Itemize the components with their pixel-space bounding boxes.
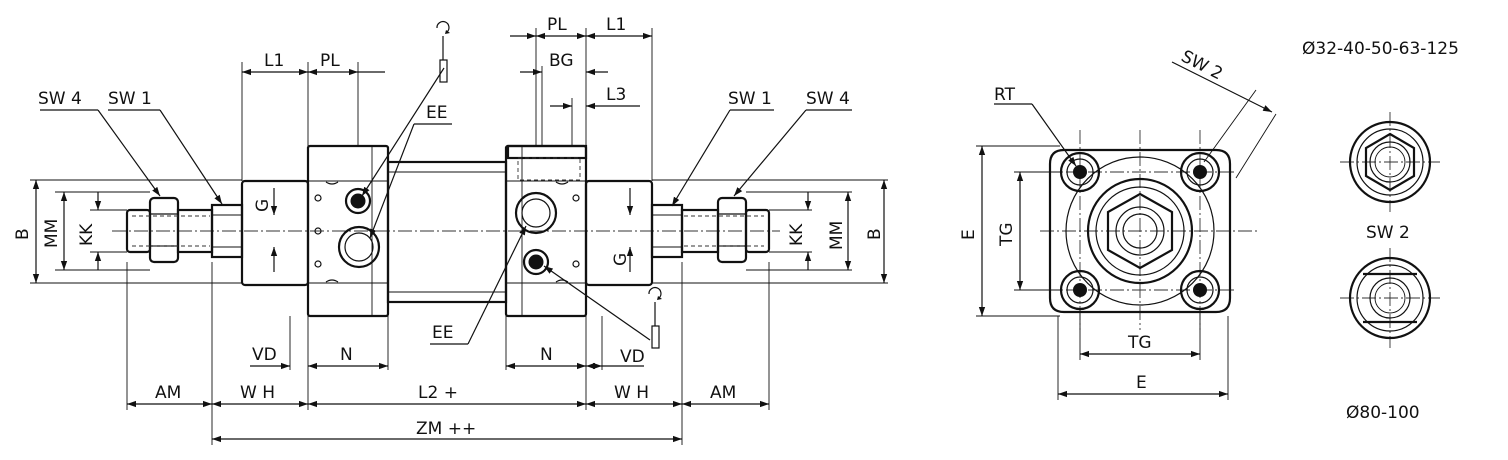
end-view: RT SW 2 E TG TG E: [959, 47, 1277, 400]
label-wh-right: W H: [614, 383, 649, 403]
label-n-right: N: [540, 345, 553, 365]
label-g-left: G: [253, 199, 273, 212]
label-g-right: G: [611, 253, 631, 266]
right-thread: [744, 208, 771, 254]
label-b-left: B: [13, 228, 33, 240]
left-nut: [148, 196, 180, 264]
side-view: SW 4 SW 1 L1 PL EE PL L1 BG L3 SW 1 SW 4…: [13, 15, 888, 445]
label-sw4-right: SW 4: [806, 89, 850, 109]
label-e-vertical: E: [959, 229, 979, 240]
leader-lines: [40, 67, 852, 345]
adjust-screw-icon-bottom: [648, 286, 662, 349]
label-am-left: AM: [155, 383, 181, 403]
label-kk-left: KK: [77, 223, 97, 246]
label-pl-top-right: PL: [547, 15, 567, 35]
label-n-left: N: [340, 345, 353, 365]
label-am-right: AM: [710, 383, 736, 403]
label-ee-top: EE: [426, 103, 447, 123]
tie-rod-bottom-right: [1179, 269, 1221, 311]
end-plate: [1048, 148, 1232, 314]
left-flange: [240, 179, 310, 287]
label-kk-right: KK: [787, 223, 807, 246]
rod-end-details: Ø32-40-50-63-125 SW 2 Ø80-100: [1302, 39, 1459, 423]
left-thread: [125, 208, 152, 254]
label-tg-vertical: TG: [997, 222, 1017, 247]
label-sw1-left: SW 1: [108, 89, 152, 109]
label-vd-right: VD: [620, 347, 645, 367]
extension-lines: [30, 28, 888, 445]
left-vertical-dimensions: [32, 180, 278, 283]
right-flange: [584, 179, 654, 287]
label-pl-top-left: PL: [320, 51, 340, 71]
label-l2: L2 +: [418, 383, 458, 403]
label-tg-horizontal: TG: [1127, 333, 1152, 353]
tie-rod-top-right: [1179, 151, 1221, 193]
bottom-dimension-lines: [127, 362, 769, 443]
label-zm: ZM ++: [416, 419, 476, 439]
label-e-horizontal: E: [1136, 373, 1147, 393]
label-vd-left: VD: [252, 345, 277, 365]
label-bore-range-1: Ø32-40-50-63-125: [1302, 39, 1459, 59]
tie-rod-top-left: [1059, 151, 1101, 193]
right-nut: [716, 196, 748, 264]
label-l1-top-left: L1: [264, 51, 284, 71]
right-vertical-dimensions: [626, 180, 888, 283]
adjust-screw-icon-top: [436, 20, 450, 83]
label-sw4-left: SW 4: [38, 89, 82, 109]
label-sw2-end: SW 2: [1178, 47, 1226, 85]
label-b-right: B: [865, 228, 885, 240]
label-sw2-detail: SW 2: [1366, 223, 1410, 243]
label-bore-range-2: Ø80-100: [1346, 403, 1420, 423]
label-mm-left: MM: [42, 219, 62, 248]
top-dimension-lines: [242, 32, 652, 110]
label-sw1-right: SW 1: [728, 89, 772, 109]
label-wh-left: W H: [240, 383, 275, 403]
barrel: [386, 160, 508, 304]
label-l3: L3: [606, 85, 626, 105]
label-mm-right: MM: [827, 221, 847, 250]
label-bg: BG: [549, 51, 574, 71]
label-l1-top-right: L1: [606, 15, 626, 35]
label-ee-bottom: EE: [432, 323, 453, 343]
tie-rod-bottom-left: [1059, 269, 1101, 311]
label-rt: RT: [994, 85, 1016, 105]
hex-rod-end-detail: [1340, 112, 1440, 212]
flat-rod-end-detail: [1340, 248, 1440, 348]
